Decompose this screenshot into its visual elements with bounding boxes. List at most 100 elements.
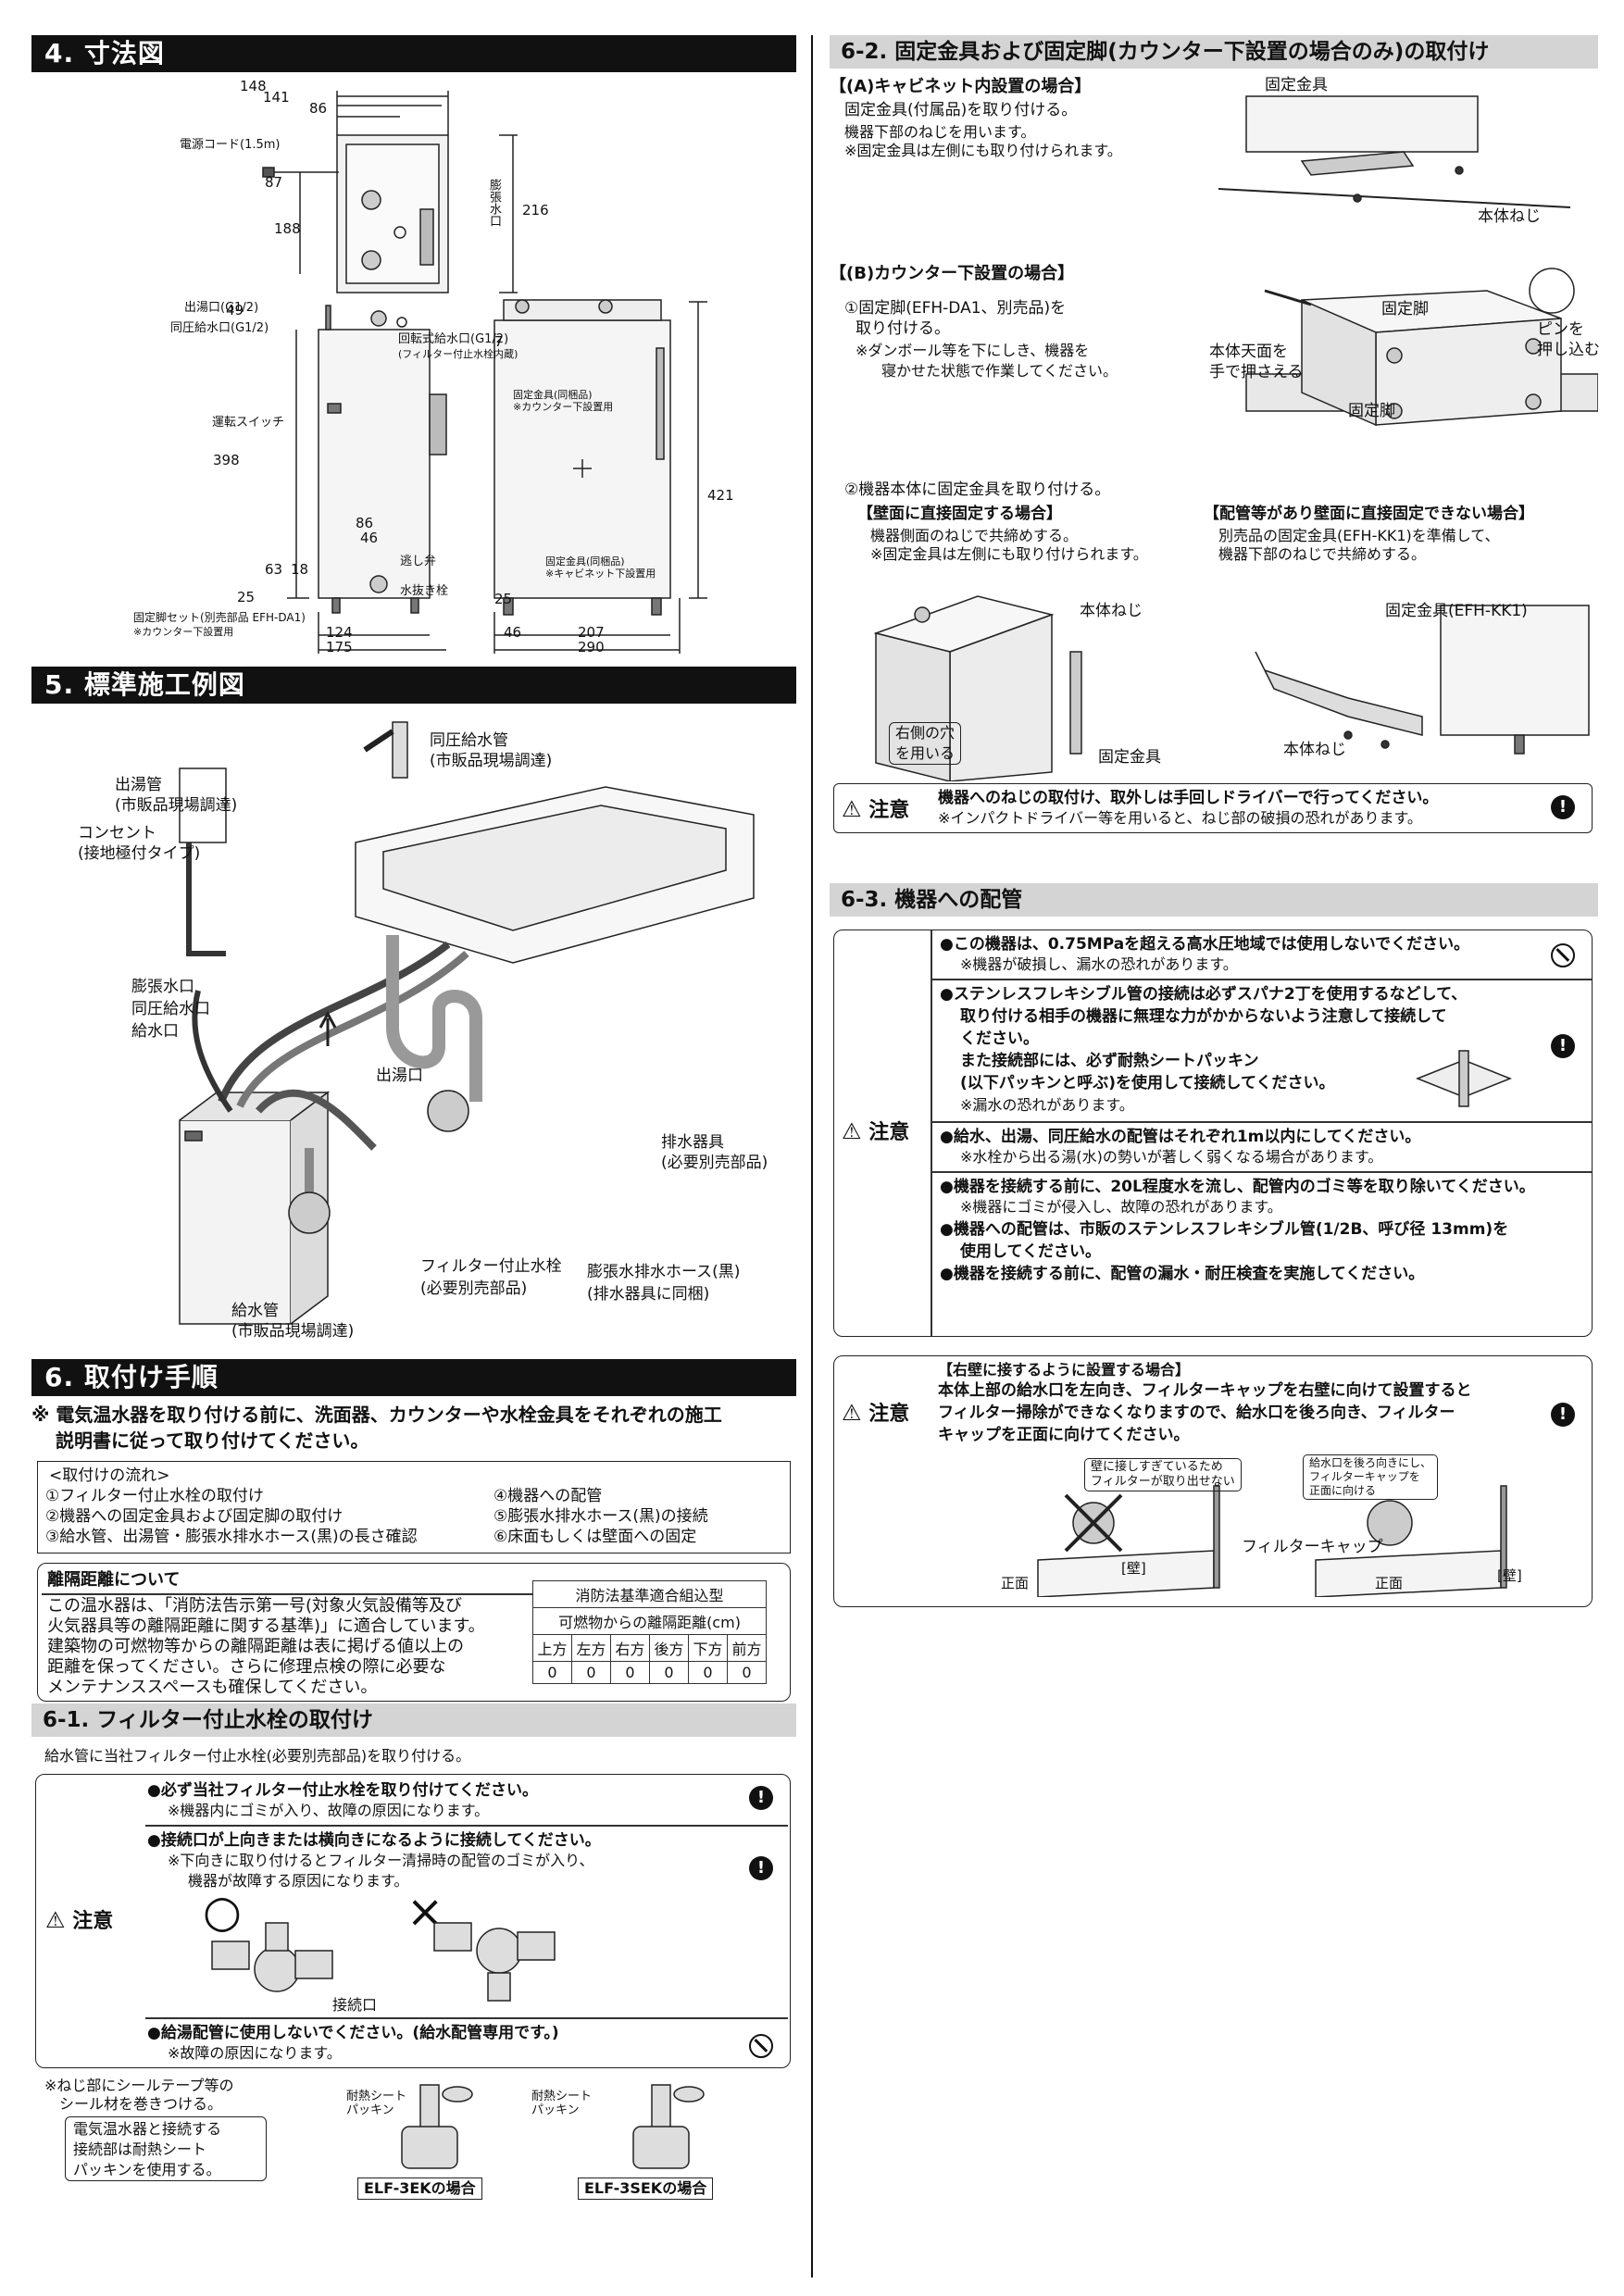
dimension-figure	[262, 91, 707, 654]
table-header: 前方	[727, 1634, 767, 1662]
bracket-note-1b: ※カウンター下設置用	[513, 401, 614, 413]
hot-port-label: 出湯口	[376, 1067, 423, 1085]
right-wall-line-1: 本体上部の給水口を左向き、フィルターキャップを右壁に向けて設置すると	[938, 1381, 1472, 1400]
distance-table-subtitle: 可燃物からの離隔距離(cm)	[532, 1607, 767, 1635]
caution-text: 注意	[868, 799, 910, 822]
screwdriver-caution-box: ⚠ 注意 機器へのねじの取付け、取外しは手回しドライバーで行ってください。 ※イ…	[833, 783, 1593, 833]
hole-note-2: を用いる	[895, 744, 956, 762]
filter-valve-sub: (必要別売部品)	[420, 1279, 528, 1298]
screw-label-a: 本体ねじ	[1478, 207, 1541, 226]
section-6-header: 6. 取付け手順	[31, 1359, 796, 1396]
press-label-2: 手で押さえる	[1209, 363, 1304, 381]
counter-line-4: 寝かせた状態で作業してください。	[881, 362, 1118, 380]
piping-item-3: ●給水、出湯、同圧給水の配管はそれぞれ1m以内にしてください。	[940, 1128, 1421, 1146]
leg-set-label: 固定脚セット(別売部品 EFH-DA1)	[133, 611, 306, 624]
left-column: 4. 寸法図	[31, 35, 796, 2200]
expansion-label: 膨張水口	[131, 978, 194, 996]
hole-note-1: 右側の穴	[895, 724, 956, 742]
right-wall-title: 【右壁に接するように設置する場合】	[938, 1361, 1191, 1379]
valve-orientation-figure	[211, 1922, 556, 2002]
section-6-3-header: 6-3. 機器への配管	[830, 883, 1598, 917]
valve-variants-figure	[401, 2084, 705, 2169]
distance-title-rule	[42, 1593, 532, 1595]
flow-step-1: ①フィルター付止水栓の取付け	[45, 1487, 264, 1505]
packing-label-2: 耐熱シート	[531, 2090, 593, 2103]
piping-item-6: ●機器を接続する前に、配管の漏水・耐圧検査を実施してください。	[940, 1265, 1425, 1283]
bad-note-2: フィルターが取り出せない	[1091, 1475, 1235, 1489]
filter-item-1: ●必ず当社フィルター付止水栓を取り付けてください。	[147, 1781, 538, 1800]
good-note: 給水口を後ろ向きにし、 フィルターキャップを 正面に向ける	[1303, 1454, 1439, 1500]
section-6-3-body: ⚠ 注意 ●この機器は、0.75MPaを超える高水圧地域では使用しないでください…	[830, 917, 1598, 1620]
caption-elf-3sek: ELF-3SEKの場合	[578, 2177, 714, 2200]
body-bracket-line: ②機器本体に固定金具を取り付ける。	[844, 480, 1111, 499]
filter-item-3-sub: ※故障の原因になります。	[168, 2044, 342, 2062]
side-bracket-figure	[873, 595, 1082, 781]
table-cell: 0	[688, 1661, 728, 1684]
cabinet-line-3: ※固定金具は左側にも取り付けられます。	[844, 142, 1122, 159]
leg-note: ※カウンター下設置用	[133, 626, 234, 638]
distance-text-3: 建築物の可燃物等からの離隔距離は表に掲げる値以上の	[47, 1637, 464, 1656]
supply-port-label: 給水口	[131, 1022, 179, 1041]
table-cell: 0	[610, 1661, 650, 1684]
good-note-2: フィルターキャップを	[1309, 1470, 1420, 1483]
cord-label: 電源コード(1.5m)	[180, 138, 281, 152]
mandatory-icon: !	[749, 1856, 773, 1880]
distance-text-2: 火気器具等の離隔距離に関する基準)」に適合しています。	[47, 1616, 485, 1636]
dim-label-141: 141	[263, 89, 290, 106]
cabinet-line-2: 機器下部のねじを用います。	[844, 123, 1036, 141]
distance-title: 離隔距離について	[47, 1570, 181, 1590]
dim-label-18: 18	[291, 561, 309, 578]
dim-label-398: 398	[213, 452, 240, 468]
divider	[932, 979, 1592, 980]
pre-install-note-2: 説明書に従って取り付けてください。	[56, 1429, 369, 1452]
section-5-header: 5. 標準施工例図	[31, 667, 796, 704]
divider	[932, 1171, 1592, 1173]
caution-text: 注意	[868, 1121, 910, 1144]
leg-label-2: 固定脚	[1348, 402, 1395, 420]
piping-item-2-line-5: (以下パッキンと呼ぶ)を使用して接続してください。	[960, 1074, 1335, 1092]
inlet-label: 回転式給水口(G1/2)	[398, 332, 509, 346]
section-6-1-body: 給水管に当社フィルター付止水栓(必要別売部品)を取り付ける。 ⚠ 注意 ●必ず当…	[31, 1737, 796, 2200]
exp-hose-sub: (排水器具に同梱)	[587, 1285, 710, 1304]
piping-item-2-line-4: また接続部には、必ず耐熱シートパッキン	[960, 1052, 1259, 1070]
installation-figure	[179, 721, 755, 1325]
screwdriver-caution-1: 機器へのねじの取付け、取外しは手回しドライバーで行ってください。	[938, 789, 1439, 807]
bad-note: 壁に接しすぎているため フィルターが取り出せない	[1084, 1458, 1242, 1491]
filter-item-2-sub: ※下向きに取り付けるとフィルター清掃時の配管のゴミが入り、	[168, 1852, 594, 1869]
dim-label-46: 46	[360, 530, 379, 546]
piping-caution-box: ⚠ 注意 ●この機器は、0.75MPaを超える高水圧地域では使用しないでください…	[833, 930, 1593, 1337]
ok-mark: ○	[203, 1886, 242, 1938]
counter-line-2: 取り付ける。	[856, 319, 950, 338]
supply-pipe-label: 給水管	[231, 1302, 279, 1320]
pre-install-note-1: ※ 電気温水器を取り付ける前に、洗面器、カウンターや水栓金具をそれぞれの施工	[31, 1404, 722, 1426]
dim-label-46b: 46	[504, 624, 522, 641]
dim-label-87: 87	[265, 174, 283, 191]
pin-label-2: 押し込む	[1537, 341, 1600, 359]
dim-label-148: 148	[240, 78, 267, 94]
piping-item-4-sub: ※機器にゴミが侵入し、故障の恐れがあります。	[960, 1198, 1282, 1216]
cabinet-line-1: 固定金具(付属品)を取り付ける。	[844, 101, 1078, 119]
bracket-note-2: 固定金具(同梱品)	[545, 555, 625, 568]
switch-label: 運転スイッチ	[212, 416, 285, 430]
pipe-blocked-line-1: 別売品の固定金具(EFH-KK1)を準備して、	[1218, 527, 1500, 544]
caution-label: ⚠ 注意	[842, 1397, 909, 1427]
screwdriver-caution-2: ※インパクトドライバー等を用いると、ねじ部の破損の恐れがあります。	[938, 809, 1422, 827]
cabinet-bracket-figure	[1218, 95, 1571, 208]
hot-pipe-label: 出湯管	[115, 776, 162, 794]
prohibited-icon	[749, 2034, 773, 2058]
divider	[145, 2017, 788, 2019]
mandatory-icon: !	[1551, 1403, 1575, 1427]
same-pipe-label: 同圧給水管	[430, 731, 508, 750]
piping-item-2-line-2: 取り付ける相手の機器に無理な力がかからないよう注意して接続して	[960, 1007, 1447, 1026]
flow-title: <取付けの流れ>	[49, 1466, 170, 1485]
table-header: 右方	[610, 1634, 650, 1662]
flow-step-2: ②機器への固定金具および固定脚の取付け	[45, 1507, 344, 1526]
section-4-header: 4. 寸法図	[31, 35, 796, 72]
table-header: 下方	[688, 1634, 728, 1662]
good-note-3: 正面に向ける	[1309, 1484, 1377, 1497]
dim-label-188: 188	[274, 220, 301, 237]
bracket-note-2b: ※キャビネット下設置用	[545, 568, 656, 580]
filter-valve-label: フィルター付止水栓	[420, 1257, 562, 1276]
table-header: 左方	[571, 1634, 611, 1662]
expansion-top-label: 膨張水口	[487, 179, 501, 227]
